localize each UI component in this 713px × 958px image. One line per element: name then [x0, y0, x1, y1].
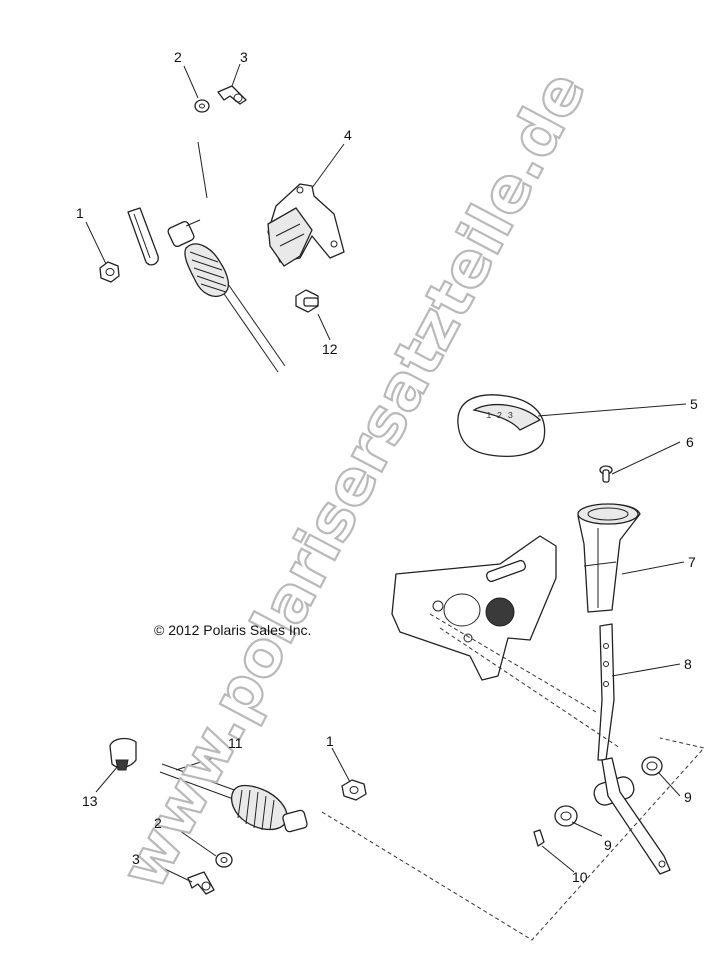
clip-10	[533, 829, 545, 847]
clip-lower	[187, 871, 215, 895]
nut-lower	[341, 779, 367, 801]
clip-upper	[217, 85, 247, 105]
washer-lower	[215, 852, 233, 868]
bushing-9a	[641, 756, 663, 776]
svg-text:1 2 3: 1 2 3	[486, 411, 513, 421]
callout-1-lower: 1	[326, 733, 334, 749]
callout-12: 12	[322, 341, 338, 357]
callout-3-upper: 3	[240, 49, 248, 65]
shift-boot-7	[577, 503, 641, 613]
callout-9-lower: 9	[604, 837, 612, 853]
screw-6	[599, 465, 613, 483]
callout-8: 8	[684, 656, 692, 672]
cable-clamp-13	[109, 737, 137, 771]
callout-2-upper: 2	[174, 49, 182, 65]
callout-6: 6	[686, 434, 694, 450]
callout-10: 10	[572, 869, 588, 885]
shift-cable-upper	[167, 141, 286, 373]
watermark: www.polarisersatzteile.de	[106, 59, 599, 900]
shift-cable-lower	[159, 763, 308, 833]
callout-4: 4	[344, 127, 352, 143]
bracket-4	[267, 183, 345, 267]
callout-3-lower: 3	[132, 851, 140, 867]
callout-1-upper: 1	[76, 205, 84, 221]
callout-5: 5	[690, 396, 698, 412]
callout-9-upper: 9	[684, 789, 692, 805]
washer-9b	[554, 805, 578, 827]
bolt-12	[295, 289, 319, 313]
shift-lever-8	[593, 623, 671, 875]
leader-lines	[85, 63, 687, 883]
callout-labels: 1 2 3 4 12 5 6 7 8 9 9 10 11 1 13 2 3	[76, 49, 698, 885]
shifter-plate	[391, 535, 557, 681]
washer-upper	[194, 99, 210, 113]
callout-13: 13	[82, 793, 98, 809]
cable-clevis	[127, 207, 159, 266]
callout-11: 11	[228, 735, 243, 751]
assembly-lines	[321, 613, 705, 941]
callout-7: 7	[688, 554, 696, 570]
nut-upper	[99, 261, 120, 283]
callout-2-lower: 2	[154, 815, 162, 831]
copyright-text: © 2012 Polaris Sales Inc.	[154, 622, 311, 638]
shift-knob-5: 1 2 3	[457, 394, 546, 458]
